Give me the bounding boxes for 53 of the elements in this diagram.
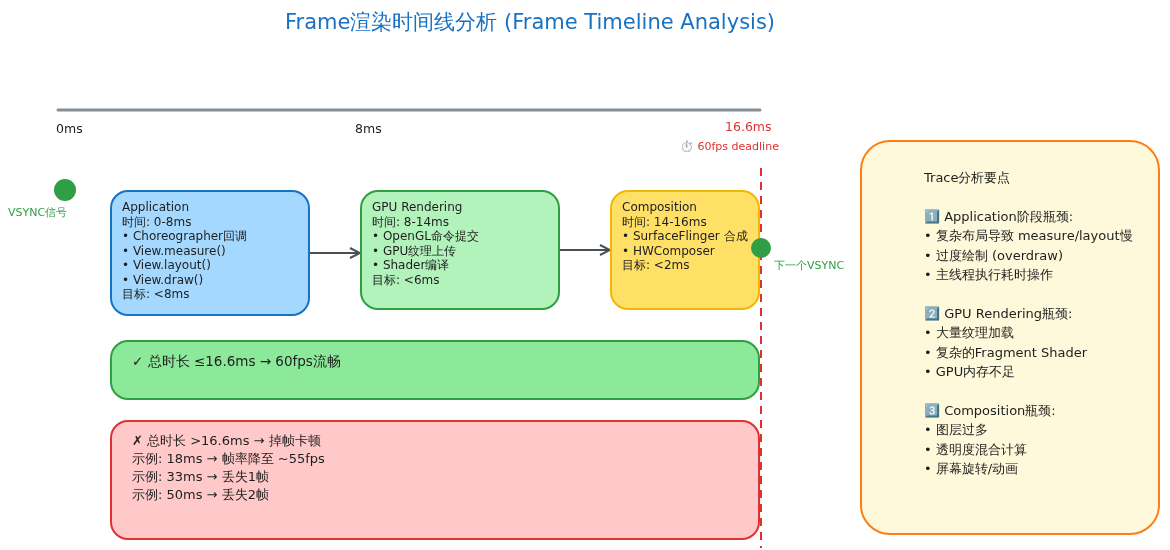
bullet-item: • HWComposer [622, 243, 716, 258]
arrow [309, 247, 361, 259]
box-line: 示例: 18ms → 帧率降至 ~55fps [132, 450, 326, 468]
bullet-item: • SurfaceFlinger 合成 [622, 229, 748, 244]
box-heading: ✗ 总时长 >16.6ms → 掉帧卡顿 [132, 432, 322, 450]
deadline-note: ⏱ 60fps deadline [680, 140, 779, 153]
box-line: 时间: 8-14ms [372, 214, 451, 229]
tick-label: 16.6ms [725, 119, 772, 134]
bullet-item: • OpenGL命令提交 [372, 229, 480, 244]
bullet-item: • 图层过多 [924, 421, 989, 439]
box-line: 目标: <2ms [622, 258, 691, 273]
bullet-item: • 过度绘制 (overdraw) [924, 246, 1065, 265]
panel-heading: Trace分析要点 [924, 169, 1012, 187]
box-line: 示例: 50ms → 丢失2帧 [132, 486, 270, 504]
bullet-item: • View.layout() [122, 258, 212, 273]
box-line: 示例: 33ms → 丢失1帧 [132, 468, 270, 486]
bullet-item: • 主线程执行耗时操作 [924, 266, 1054, 284]
arrow [559, 244, 611, 256]
tick-label: 0ms [56, 121, 83, 136]
tick-label: 8ms [355, 121, 382, 136]
box-line: 目标: <8ms [122, 287, 191, 302]
result-bar [110, 340, 760, 400]
box-heading: GPU Rendering [372, 200, 464, 215]
bullet-item: • 复杂的Fragment Shader [924, 343, 1089, 362]
box-heading: Application [122, 200, 191, 215]
bullet-item: • 大量纹理加载 [924, 324, 1015, 342]
process-box [110, 190, 310, 316]
section-heading: 1⃣ Application阶段瓶颈: [924, 207, 1075, 226]
title: Frame渲染时间线分析 (Frame Timeline Analysis) [283, 9, 777, 36]
bullet-item: • GPU纹理上传 [372, 243, 458, 258]
bullet-item: • 透明度混合计算 [924, 440, 1028, 459]
box-line: 目标: <6ms [372, 272, 441, 287]
box-heading: ✓ 总时长 ≤16.6ms → 60fps流畅 [132, 354, 342, 369]
box-line: 时间: 14-16ms [622, 214, 708, 229]
vsync-dot [751, 238, 771, 258]
section-heading: 2⃣ GPU Rendering瓶颈: [924, 304, 1074, 323]
vsync-label: VSYNC信号 [8, 205, 68, 220]
bullet-item: • GPU内存不足 [924, 363, 1017, 381]
section-heading: 3⃣ Composition瓶颈: [924, 401, 1057, 420]
vsync-label: 下一个VSYNC [774, 258, 845, 273]
bullet-item: • Choreographer回调 [122, 229, 249, 244]
process-box [610, 190, 760, 310]
process-box [360, 190, 560, 310]
box-line: 时间: 0-8ms [122, 214, 193, 229]
bullet-item: • 复杂布局导致 measure/layout慢 [924, 227, 1134, 245]
bullet-item: • View.measure() [122, 243, 227, 258]
bullet-item: • 屏幕旋转/动画 [924, 460, 1020, 478]
bullet-item: • Shader编译 [372, 258, 451, 273]
bullet-item: • View.draw() [122, 272, 205, 287]
notes-panel [860, 140, 1160, 535]
box-heading: Composition [622, 200, 698, 215]
result-box [110, 420, 760, 540]
vsync-dot [54, 179, 76, 201]
